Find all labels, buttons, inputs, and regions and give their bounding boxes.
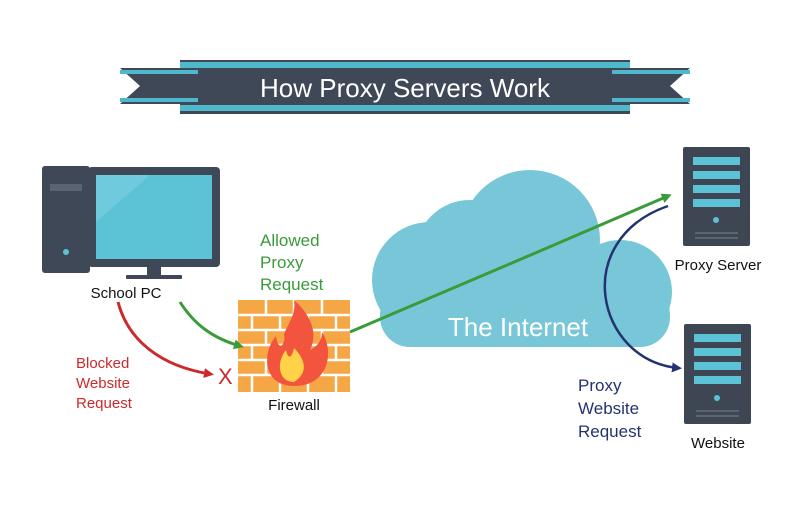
website-server-vent xyxy=(696,410,739,412)
proxy-website-arrow xyxy=(603,204,682,373)
website-server-slot xyxy=(694,376,741,384)
proxy-server: Proxy Server xyxy=(675,147,762,274)
blocked-request-arrow xyxy=(116,301,214,378)
pc-monitor-neck xyxy=(147,267,161,275)
blocked-label-line: Request xyxy=(76,395,133,412)
proxy-website-label-line: Request xyxy=(578,422,642,441)
website-server-slot xyxy=(694,362,741,370)
firewall: Firewall xyxy=(238,300,350,414)
ribbon-band-bottom xyxy=(180,105,630,111)
blocked-label-line: Website xyxy=(76,375,130,392)
blocked-x-mark: X xyxy=(218,364,233,389)
proxy-server-vent xyxy=(695,232,738,234)
pc-tower xyxy=(42,166,90,273)
allowed-label-line: Allowed xyxy=(260,231,320,250)
cloud-lobe-mid xyxy=(415,200,525,310)
ribbon-tail-band-right-top xyxy=(612,70,690,74)
proxy-server-slot xyxy=(693,171,740,179)
website-server-slot xyxy=(694,334,741,342)
website-server-light xyxy=(714,395,720,401)
pc-monitor-stand xyxy=(126,275,182,279)
proxy-server-label: Proxy Server xyxy=(675,257,762,274)
firewall-label: Firewall xyxy=(268,397,320,414)
title-ribbon: How Proxy Servers Work xyxy=(120,60,690,114)
allowed-label-line: Proxy xyxy=(260,253,304,272)
flame-core-icon xyxy=(279,348,304,382)
ribbon-tail-band-left-top xyxy=(120,70,198,74)
pc-screen-glare xyxy=(96,175,150,222)
website-server-slot xyxy=(694,348,741,356)
proxy-route-arrow xyxy=(349,193,672,334)
internet-cloud: The Internet xyxy=(372,170,672,347)
school-pc-label: School PC xyxy=(91,285,162,302)
website-server: Website xyxy=(684,324,751,452)
blocked-label-line: Blocked xyxy=(76,355,129,372)
school-pc: School PC xyxy=(42,166,220,302)
proxy-server-slot xyxy=(693,185,740,193)
website-label: Website xyxy=(691,435,745,452)
website-server-vent xyxy=(696,415,739,417)
page-title: How Proxy Servers Work xyxy=(260,73,551,103)
pc-drive-slot xyxy=(50,184,82,191)
proxy-server-light xyxy=(713,217,719,223)
allowed-label-line: Request xyxy=(260,275,324,294)
ribbon-left-tail xyxy=(120,68,196,104)
cloud-base xyxy=(380,285,670,347)
internet-label: The Internet xyxy=(448,312,589,342)
ribbon-band-top xyxy=(180,62,630,68)
allowed-proxy-request-label: Allowed Proxy Request xyxy=(260,231,324,294)
proxy-server-vent xyxy=(695,237,738,239)
pc-power-light xyxy=(63,249,69,255)
blocked-website-request-label: Blocked Website Request xyxy=(76,355,133,412)
ribbon-tail-band-left-bottom xyxy=(120,98,198,102)
proxy-server-slot xyxy=(693,157,740,165)
proxy-website-request-label: Proxy Website Request xyxy=(578,376,642,441)
proxy-website-label-line: Proxy xyxy=(578,376,622,395)
ribbon-right-tail xyxy=(614,68,690,104)
ribbon-tail-band-right-bottom xyxy=(612,98,690,102)
proxy-website-label-line: Website xyxy=(578,399,639,418)
proxy-server-slot xyxy=(693,199,740,207)
allowed-request-arrow xyxy=(178,301,244,350)
